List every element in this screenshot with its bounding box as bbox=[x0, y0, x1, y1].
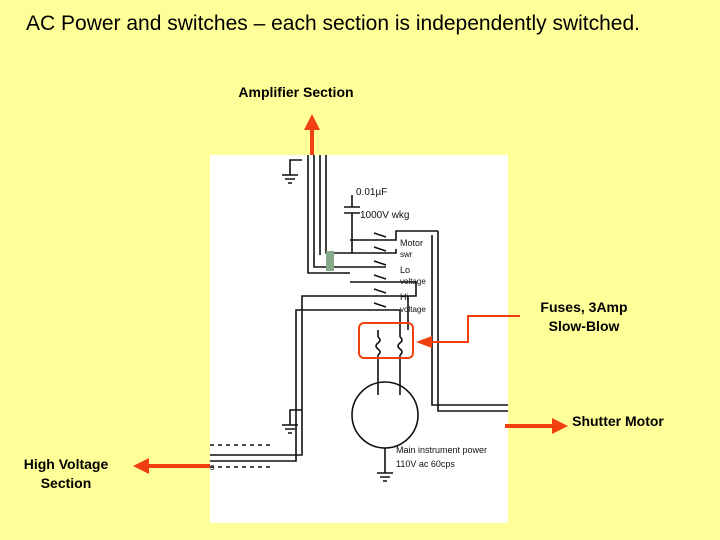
cap-rating-text: 1000V wkg bbox=[360, 210, 409, 221]
motor-feed bbox=[395, 230, 438, 235]
ground-top-wire bbox=[289, 159, 302, 175]
ground-mid-icon bbox=[282, 424, 298, 434]
ground-mid-wire bbox=[289, 409, 302, 425]
cap-value-text: 0.01µF bbox=[356, 187, 387, 198]
hv-arrow-head bbox=[133, 458, 149, 474]
hi-switch-text: Hi bbox=[400, 292, 409, 302]
amplifier-section-label: Amplifier Section bbox=[238, 84, 354, 100]
slide-title: AC Power and switches – each section is … bbox=[26, 12, 641, 35]
mains-line-1: Main instrument power bbox=[396, 445, 487, 455]
mains-line-2: 110V ac 60cps bbox=[396, 459, 455, 469]
motor-switch-text: Motor bbox=[400, 238, 423, 248]
lo-switch-sub: voltage bbox=[400, 277, 426, 286]
amplifier-arrow-head bbox=[304, 114, 320, 130]
shutter-motor-label: Shutter Motor bbox=[572, 413, 664, 429]
shutter-wire-1 bbox=[431, 235, 508, 406]
plug-pins bbox=[377, 377, 401, 395]
motor-switch-sub: swr bbox=[400, 250, 413, 259]
fuse-callout-arrow-head bbox=[416, 336, 432, 348]
ground-top-icon bbox=[282, 174, 298, 184]
fuses-label: Fuses, 3Amp Slow-Blow bbox=[540, 299, 628, 334]
schematic-diagram: 0.01µF 1000V wkg Motor swr Lo voltage Hi… bbox=[210, 155, 508, 482]
hv-wire-1 bbox=[210, 305, 303, 456]
shutter-arrow-head bbox=[552, 418, 568, 434]
fuse-coils bbox=[375, 336, 403, 356]
hv-wire-2 bbox=[210, 315, 297, 462]
motor-switch-out bbox=[386, 235, 397, 254]
switch-blades bbox=[373, 232, 387, 308]
hi-left-feed bbox=[301, 295, 350, 305]
ground-bottom-icon bbox=[377, 472, 393, 482]
high-voltage-section-label: High Voltage Section bbox=[23, 456, 109, 491]
switch-rows bbox=[350, 239, 386, 311]
resistor-icon bbox=[326, 251, 334, 271]
edge-fragment: s bbox=[210, 462, 215, 472]
lo-switch-text: Lo bbox=[400, 265, 410, 275]
shutter-wire-2 bbox=[437, 231, 508, 412]
hi-switch-sub: voltage bbox=[400, 305, 426, 314]
fuse-callout-leader bbox=[431, 315, 520, 343]
hi-left-feed-2 bbox=[295, 309, 350, 315]
fuse-leads bbox=[377, 330, 401, 377]
trunk-wire-2 bbox=[313, 155, 350, 268]
fuse-callout-box bbox=[358, 322, 414, 359]
trunk-wire-1 bbox=[307, 155, 350, 274]
